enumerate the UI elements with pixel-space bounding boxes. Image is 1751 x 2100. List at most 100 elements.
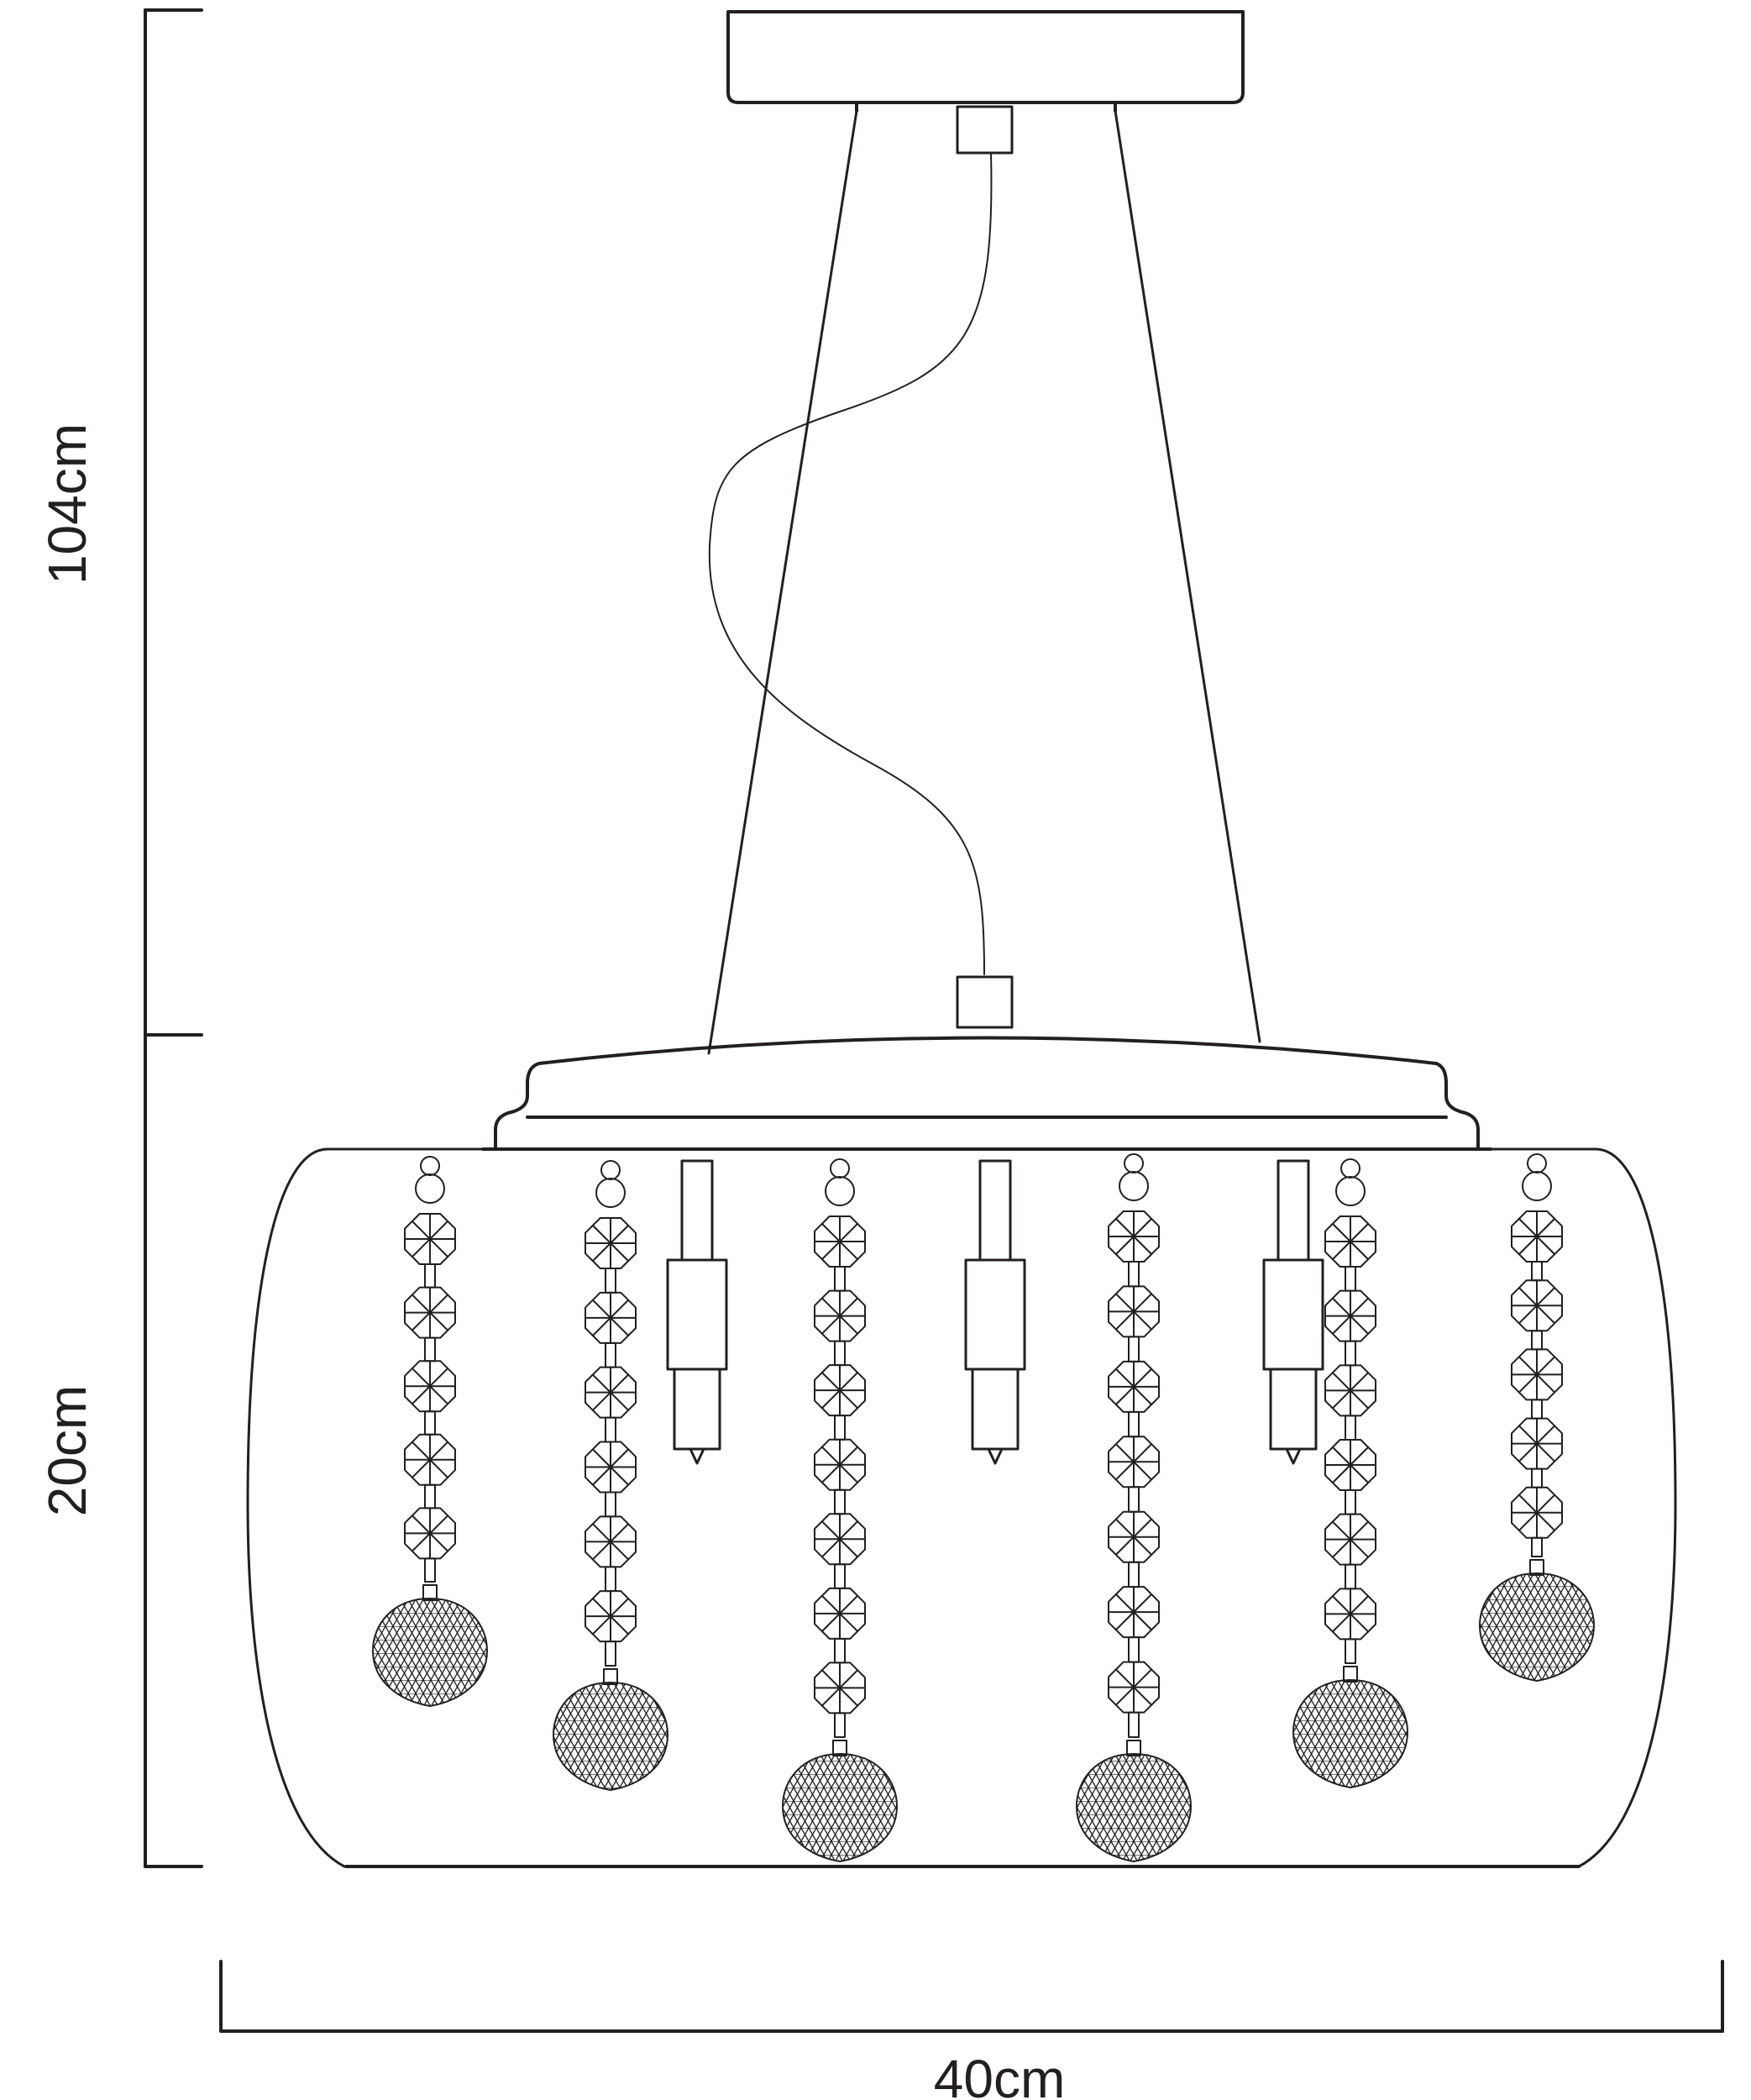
bead-link [1128,1261,1140,1288]
crystal-strand [372,1156,488,1707]
octagon-bead [1324,1439,1376,1491]
bead-link [424,1263,436,1289]
bead-link [834,1266,846,1292]
octagon-bead [585,1291,637,1344]
lamp-holder [1262,1159,1324,1465]
hook-ring [1335,1176,1366,1206]
octagon-bead [814,1587,866,1640]
octagon-bead [1108,1510,1160,1563]
octagon-bead [1108,1586,1160,1639]
crystal-ball [372,1584,488,1707]
octagon-bead [1511,1417,1563,1470]
suspension-wires [707,109,1261,1055]
bead-link [1128,1336,1140,1362]
bead-link [834,1563,846,1589]
bead-link [1531,1261,1543,1282]
bead-link [1345,1563,1356,1590]
hook-ring [415,1173,445,1204]
bead-link [1128,1711,1140,1738]
octagon-bead [1511,1210,1563,1263]
bead-link [1345,1266,1356,1292]
glass-shade [246,1147,1677,1868]
octagon-bead [1108,1210,1160,1263]
crystal-strand [553,1160,668,1791]
lower-cable-connector [956,975,1014,1029]
bead-link [605,1491,616,1518]
octagon-bead [1108,1661,1160,1714]
octagon-bead [814,1662,866,1714]
bead-link [605,1268,616,1294]
octagon-bead [1108,1360,1160,1413]
bead-link [834,1340,846,1367]
ceiling-canopy [726,10,1245,113]
octagon-bead [585,1515,637,1568]
octagon-bead [1324,1215,1376,1268]
octagon-bead [1324,1513,1376,1566]
hook-ring [825,1176,855,1206]
shade-width-label: 40cm [934,2049,1066,2100]
lamp-holder [964,1159,1026,1465]
hook-ring [600,1160,621,1180]
bead-link [424,1410,436,1436]
octagon-bead [1108,1436,1160,1488]
octagon-bead [814,1364,866,1417]
crystal-ball [1479,1559,1595,1682]
octagon-bead [1324,1588,1376,1641]
octagon-bead [404,1507,456,1560]
octagon-bead [585,1441,637,1494]
bead-link [834,1415,846,1441]
octagon-bead [1324,1364,1376,1417]
hook-ring [1124,1153,1144,1173]
bead-link [605,1566,616,1593]
octagon-bead [814,1513,866,1566]
bead-link [1345,1415,1356,1441]
upper-cable-connector [956,105,1014,155]
bead-link [834,1637,846,1664]
crystal-ball [1292,1666,1408,1788]
octagon-bead [1108,1285,1160,1338]
bead-link [1128,1486,1140,1513]
crystal-strand [782,1158,898,1862]
crystal-strand [1292,1158,1408,1788]
bead-link [1128,1561,1140,1588]
hook-ring [1522,1171,1552,1201]
crystal-strand [1076,1153,1192,1862]
octagon-bead [404,1286,456,1339]
hook-ring [595,1178,626,1208]
octagon-bead [585,1590,637,1643]
bead-link [1531,1536,1543,1558]
bead-link [1128,1636,1140,1663]
hook-ring [420,1156,440,1176]
crystal-strands [372,1153,1595,1862]
octagon-bead [404,1360,456,1413]
height-dimension-lines [144,8,203,1868]
bead-link [834,1712,846,1739]
lamp-holder [666,1159,728,1465]
octagon-bead [404,1213,456,1265]
crystal-ball [782,1740,898,1862]
bead-link [424,1483,436,1509]
octagon-bead [1511,1279,1563,1332]
bead-link [1345,1489,1356,1515]
crystal-ball [1076,1740,1192,1862]
octagon-bead [1324,1289,1376,1342]
overall-drop-label: 104cm [37,423,97,585]
bead-link [1345,1638,1356,1665]
lamp-holders [666,1159,1324,1465]
bead-link [1128,1410,1140,1438]
bead-link [605,1641,616,1667]
bead-link [1531,1399,1543,1420]
octagon-bead [404,1433,456,1486]
bead-link [605,1341,616,1368]
bead-link [1531,1467,1543,1488]
bead-link [424,1557,436,1583]
bead-link [834,1488,846,1515]
octagon-bead [814,1289,866,1342]
bead-link [424,1336,436,1362]
lamp-body-plate [481,1036,1492,1151]
hook-ring [1119,1171,1149,1201]
hook-ring [1527,1153,1547,1173]
octagon-bead [814,1215,866,1268]
octagon-bead [814,1438,866,1491]
